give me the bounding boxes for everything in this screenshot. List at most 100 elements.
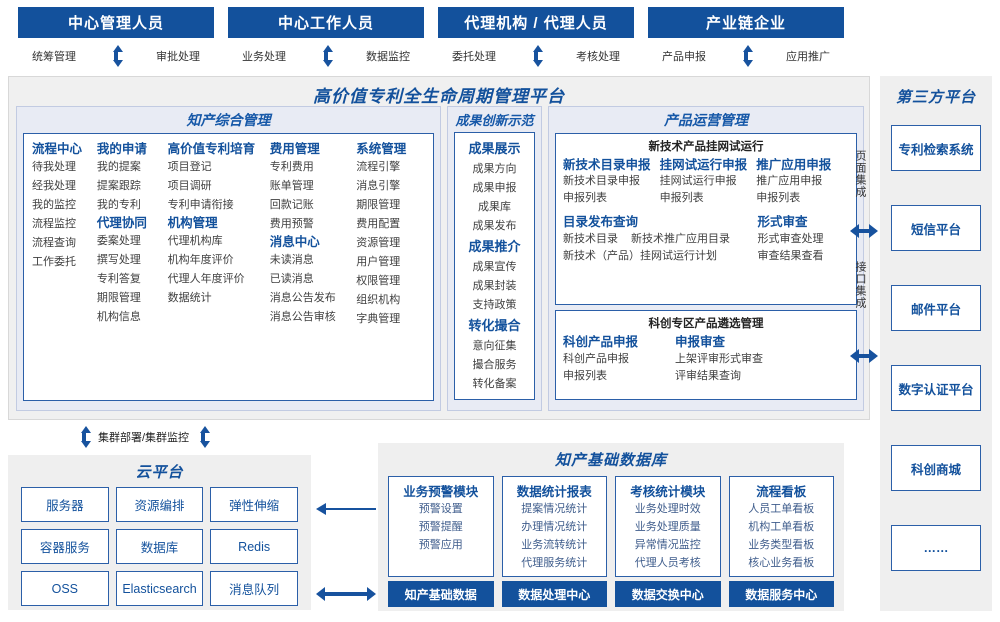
product-ops-menu-item[interactable]: 申报列表 (659, 192, 704, 204)
ip-menu-item[interactable]: 未读消息 (269, 254, 314, 266)
cloud-cell-7[interactable]: OSS (21, 571, 109, 606)
ip-menu-item[interactable]: 字典管理 (356, 313, 401, 325)
achievement-menu-item[interactable]: 意向征集 (472, 340, 517, 352)
ip-menu-item[interactable]: 流程监控 (32, 218, 76, 230)
product-ops-menu-item[interactable]: 审查结果查看 (757, 250, 824, 262)
sci-tech-menu-item[interactable]: 评审结果查询 (675, 370, 741, 382)
db-module-item[interactable]: 提案情况统计 (521, 503, 588, 515)
ip-section-head[interactable]: 消息中心 (269, 235, 320, 249)
ip-menu-item[interactable]: 消息公告发布 (269, 292, 336, 304)
product-ops-menu-item[interactable]: 新技术推广应用目录 (631, 233, 730, 245)
product-ops-menu-item[interactable]: 新技术目录 (563, 233, 618, 245)
achievement-section-head[interactable]: 成果展示 (468, 141, 521, 156)
ip-menu-item[interactable]: 流程查询 (32, 237, 76, 249)
formal-review-head[interactable]: 形式审查 (757, 215, 808, 229)
achievement-menu-item[interactable]: 支持政策 (472, 299, 517, 311)
ip-section-head[interactable]: 流程中心 (32, 142, 83, 156)
role-header-3[interactable]: 代理机构 / 代理人员 (438, 7, 634, 38)
sci-tech-menu-item[interactable]: 科创产品申报 (563, 353, 629, 365)
cloud-cell-1[interactable]: 服务器 (21, 487, 109, 522)
ip-menu-item[interactable]: 我的专利 (96, 199, 141, 211)
third-party-item-5[interactable]: 科创商城 (891, 445, 981, 491)
ip-menu-item[interactable]: 回款记账 (269, 199, 314, 211)
db-module-item[interactable]: 异常情况监控 (634, 539, 701, 551)
ip-section-head[interactable]: 我的申请 (96, 142, 147, 156)
ip-menu-item[interactable]: 资源管理 (356, 237, 401, 249)
db-module-item[interactable]: 业务流转统计 (521, 539, 588, 551)
ip-menu-item[interactable]: 机构年度评价 (167, 254, 234, 266)
third-party-item-1[interactable]: 专利检索系统 (891, 125, 981, 171)
db-module-item[interactable]: 代理服务统计 (521, 557, 588, 569)
achievement-section-head[interactable]: 转化撮合 (468, 318, 521, 333)
db-module-item[interactable]: 办理情况统计 (521, 521, 588, 533)
ip-menu-item[interactable]: 已读消息 (269, 273, 314, 285)
ip-menu-item[interactable]: 账单管理 (269, 180, 314, 192)
ip-menu-item[interactable]: 专利答复 (96, 273, 141, 285)
sci-tech-menu-item[interactable]: 申报列表 (563, 370, 607, 382)
achievement-menu-item[interactable]: 成果申报 (472, 182, 517, 194)
ip-menu-item[interactable]: 提案跟踪 (96, 180, 141, 192)
achievement-menu-item[interactable]: 成果方向 (472, 163, 517, 175)
product-ops-col-head[interactable]: 新技术目录申报 (563, 158, 651, 172)
ip-menu-item[interactable]: 费用配置 (356, 218, 401, 230)
product-ops-menu-item[interactable]: 推广应用申报 (756, 175, 823, 187)
achievement-section-head[interactable]: 成果推介 (468, 239, 521, 254)
product-ops-menu-item[interactable]: 申报列表 (756, 192, 801, 204)
achievement-menu-item[interactable]: 撮合服务 (472, 359, 517, 371)
sci-tech-col-head[interactable]: 申报审查 (675, 335, 726, 349)
ip-section-head[interactable]: 机构管理 (167, 216, 218, 230)
db-module-item[interactable]: 代理人员考核 (634, 557, 701, 569)
ip-menu-item[interactable]: 代理人年度评价 (167, 273, 245, 285)
ip-section-head[interactable]: 高价值专利培育 (167, 142, 256, 156)
ip-menu-item[interactable]: 代理机构库 (167, 235, 223, 247)
product-ops-menu-item[interactable]: 新技术目录申报 (563, 175, 640, 187)
achievement-menu-item[interactable]: 成果发布 (472, 220, 517, 232)
ip-menu-item[interactable]: 期限管理 (356, 199, 401, 211)
db-module-item[interactable]: 人员工单看板 (748, 503, 815, 515)
ip-menu-item[interactable]: 用户管理 (356, 256, 401, 268)
cloud-cell-2[interactable]: 资源编排 (115, 487, 204, 522)
db-module-item[interactable]: 预警提醒 (418, 521, 463, 533)
third-party-item-3[interactable]: 邮件平台 (891, 285, 981, 331)
product-ops-menu-item[interactable]: 挂网试运行申报 (659, 175, 737, 187)
ip-menu-item[interactable]: 我的监控 (32, 199, 76, 211)
db-module-head[interactable]: 数据统计报表 (516, 485, 592, 499)
ip-menu-item[interactable]: 专利申请衔接 (167, 199, 234, 211)
role-header-4[interactable]: 产业链企业 (648, 7, 844, 38)
db-footer-1[interactable]: 知产基础数据 (388, 581, 494, 607)
third-party-item-6[interactable]: …… (891, 525, 981, 571)
ip-menu-item[interactable]: 项目调研 (167, 180, 212, 192)
product-ops-menu-item[interactable]: 申报列表 (563, 192, 607, 204)
ip-menu-item[interactable]: 期限管理 (96, 292, 141, 304)
ip-menu-item[interactable]: 流程引擎 (356, 161, 401, 173)
db-module-item[interactable]: 核心业务看板 (748, 557, 815, 569)
third-party-item-4[interactable]: 数字认证平台 (891, 365, 981, 411)
product-ops-menu-item[interactable]: 新技术（产品）挂网试运行计划 (563, 250, 717, 262)
cloud-cell-6[interactable]: Redis (210, 529, 298, 564)
role-header-1[interactable]: 中心管理人员 (18, 7, 214, 38)
product-ops-menu-item[interactable]: 形式审查处理 (757, 233, 824, 245)
ip-menu-item[interactable]: 机构信息 (96, 311, 141, 323)
achievement-menu-item[interactable]: 转化备案 (472, 378, 517, 390)
cloud-cell-8[interactable]: Elasticsearch (115, 571, 204, 606)
ip-menu-item[interactable]: 数据统计 (167, 292, 212, 304)
product-ops-col-head[interactable]: 推广应用申报 (756, 158, 832, 172)
sci-tech-menu-item[interactable]: 上架评审形式审查 (675, 353, 763, 365)
ip-menu-item[interactable]: 权限管理 (356, 275, 401, 287)
ip-menu-item[interactable]: 经我处理 (32, 180, 76, 192)
db-module-head[interactable]: 流程看板 (756, 485, 807, 499)
cloud-cell-3[interactable]: 弹性伸缩 (210, 487, 298, 522)
ip-menu-item[interactable]: 委案处理 (96, 235, 141, 247)
ip-menu-item[interactable]: 消息引擎 (356, 180, 401, 192)
ip-section-head[interactable]: 代理协同 (96, 216, 147, 230)
ip-menu-item[interactable]: 工作委托 (32, 256, 76, 268)
db-footer-2[interactable]: 数据处理中心 (501, 581, 607, 607)
db-module-item[interactable]: 业务类型看板 (748, 539, 815, 551)
catalog-publish-head[interactable]: 目录发布查询 (563, 215, 639, 229)
achievement-menu-item[interactable]: 成果封装 (472, 280, 517, 292)
db-module-head[interactable]: 业务预警模块 (403, 485, 479, 499)
ip-section-head[interactable]: 费用管理 (269, 142, 320, 156)
sci-tech-col-head[interactable]: 科创产品申报 (563, 335, 639, 349)
cloud-cell-4[interactable]: 容器服务 (21, 529, 109, 564)
db-module-item[interactable]: 预警设置 (418, 503, 463, 515)
